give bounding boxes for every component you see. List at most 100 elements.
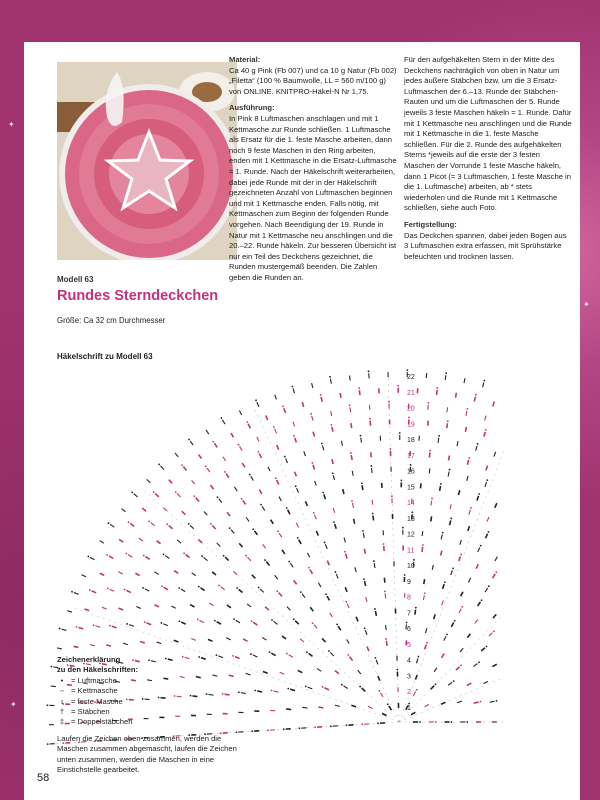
round-number: 10: [407, 563, 415, 570]
stitch-mark: [196, 498, 199, 502]
round-number: 16: [407, 469, 415, 476]
chain-mark: [385, 638, 387, 640]
stitch-mark: [343, 489, 344, 494]
stitch-mark: [322, 445, 323, 450]
legend-note: Laufen die Zeichen oben zusammen, werden…: [57, 734, 237, 776]
stitch-mark: [322, 638, 325, 642]
stitch-mark: [219, 499, 222, 503]
chain-mark: [251, 620, 253, 622]
stitch-mark: [110, 589, 115, 591]
chain-mark: [378, 690, 380, 692]
stitch-mark: [440, 486, 441, 491]
chain-mark: [493, 630, 495, 632]
stitch-mark: [142, 508, 146, 511]
chain-mark: [311, 462, 313, 464]
finishing-text: Das Deckchen spannen, dabei jeden Bogen …: [404, 231, 567, 261]
stitch-mark: [263, 672, 268, 674]
stitch-mark: [266, 415, 268, 420]
stitch-mark: [275, 429, 277, 434]
stitch-mark: [345, 587, 347, 592]
chain-mark: [142, 587, 144, 589]
stitch-mark: [145, 557, 149, 560]
chain-mark: [374, 608, 376, 610]
stitch-mark: [465, 427, 466, 432]
stitch-mark: [443, 584, 445, 589]
stitch-mark: [302, 707, 307, 708]
stitch-mark: [438, 438, 439, 443]
stitch-mark: [164, 587, 168, 589]
chain-mark: [336, 624, 338, 626]
stitch-mark: [90, 557, 94, 559]
chain-mark: [331, 424, 333, 426]
chain-mark: [324, 542, 326, 544]
stitch-mark: [361, 438, 362, 443]
chain-mark: [210, 523, 212, 525]
stitch-mark: [459, 556, 461, 561]
chain-mark: [460, 664, 462, 666]
materials-instructions-column: Material: Ca 40 g Pink (Fb 007) und ca 1…: [229, 55, 397, 289]
stitch-mark: [347, 604, 349, 609]
stitch-mark: [313, 465, 315, 470]
stitch-mark: [192, 573, 196, 576]
chain-mark: [188, 523, 190, 525]
stitch-mark: [351, 705, 356, 707]
chain-mark: [310, 413, 312, 415]
chain-mark: [341, 684, 343, 686]
chain-mark: [286, 653, 288, 655]
stitch-mark: [304, 451, 306, 456]
chain-mark: [293, 618, 295, 620]
stitch-mark: [165, 556, 169, 559]
stitch-mark: [259, 490, 262, 494]
stitch-mark: [425, 704, 429, 707]
stitch-mark: [332, 459, 333, 464]
chain-mark: [429, 450, 431, 452]
stitch-mark: [279, 497, 281, 501]
stitch-mark: [128, 555, 132, 558]
chain-mark: [461, 606, 463, 608]
chain-mark: [277, 530, 279, 532]
chain-mark: [246, 421, 248, 423]
chain-mark: [144, 621, 146, 623]
stitch-mark: [156, 642, 161, 644]
stitch-mark: [460, 540, 462, 545]
stitch-mark: [477, 496, 479, 501]
stitch-mark: [366, 597, 367, 602]
stitch-mark: [336, 574, 338, 579]
round-number: 12: [407, 532, 415, 539]
stitch-mark: [445, 375, 446, 380]
chain-mark: [345, 601, 347, 603]
stitch-mark: [135, 573, 139, 575]
chain-mark: [271, 619, 273, 621]
stitch-mark: [130, 523, 134, 526]
stitch-mark: [449, 456, 450, 461]
chain-mark: [325, 593, 327, 595]
stitch-mark: [295, 438, 297, 443]
stitch-mark: [177, 540, 181, 543]
stitch-mark: [310, 569, 313, 573]
chain-mark: [330, 725, 332, 727]
chain-mark: [480, 545, 482, 547]
stitch-mark: [293, 422, 295, 427]
chain-mark: [460, 554, 462, 556]
stitch-mark: [338, 626, 341, 630]
stitch-mark: [227, 605, 231, 608]
legend-title: Zeichenerklärung: [57, 655, 237, 665]
chain-mark: [258, 587, 260, 589]
stitch-mark: [313, 432, 314, 437]
chain-mark: [328, 650, 330, 652]
stitch-mark: [308, 687, 313, 689]
stitch-mark: [198, 539, 202, 542]
stitch-mark: [280, 672, 285, 674]
chain-mark: [449, 469, 451, 471]
chain-mark: [178, 587, 180, 589]
stitch-mark: [447, 423, 448, 428]
stitch-mark: [294, 580, 297, 584]
stitch-mark: [279, 593, 282, 597]
stitch-mark: [365, 630, 367, 635]
chain-mark: [396, 669, 398, 671]
stitch-mark: [347, 639, 350, 643]
chain-mark: [87, 556, 89, 558]
round-number: 9: [407, 579, 411, 586]
stitch-mark: [310, 607, 313, 611]
chain-mark: [254, 690, 256, 692]
